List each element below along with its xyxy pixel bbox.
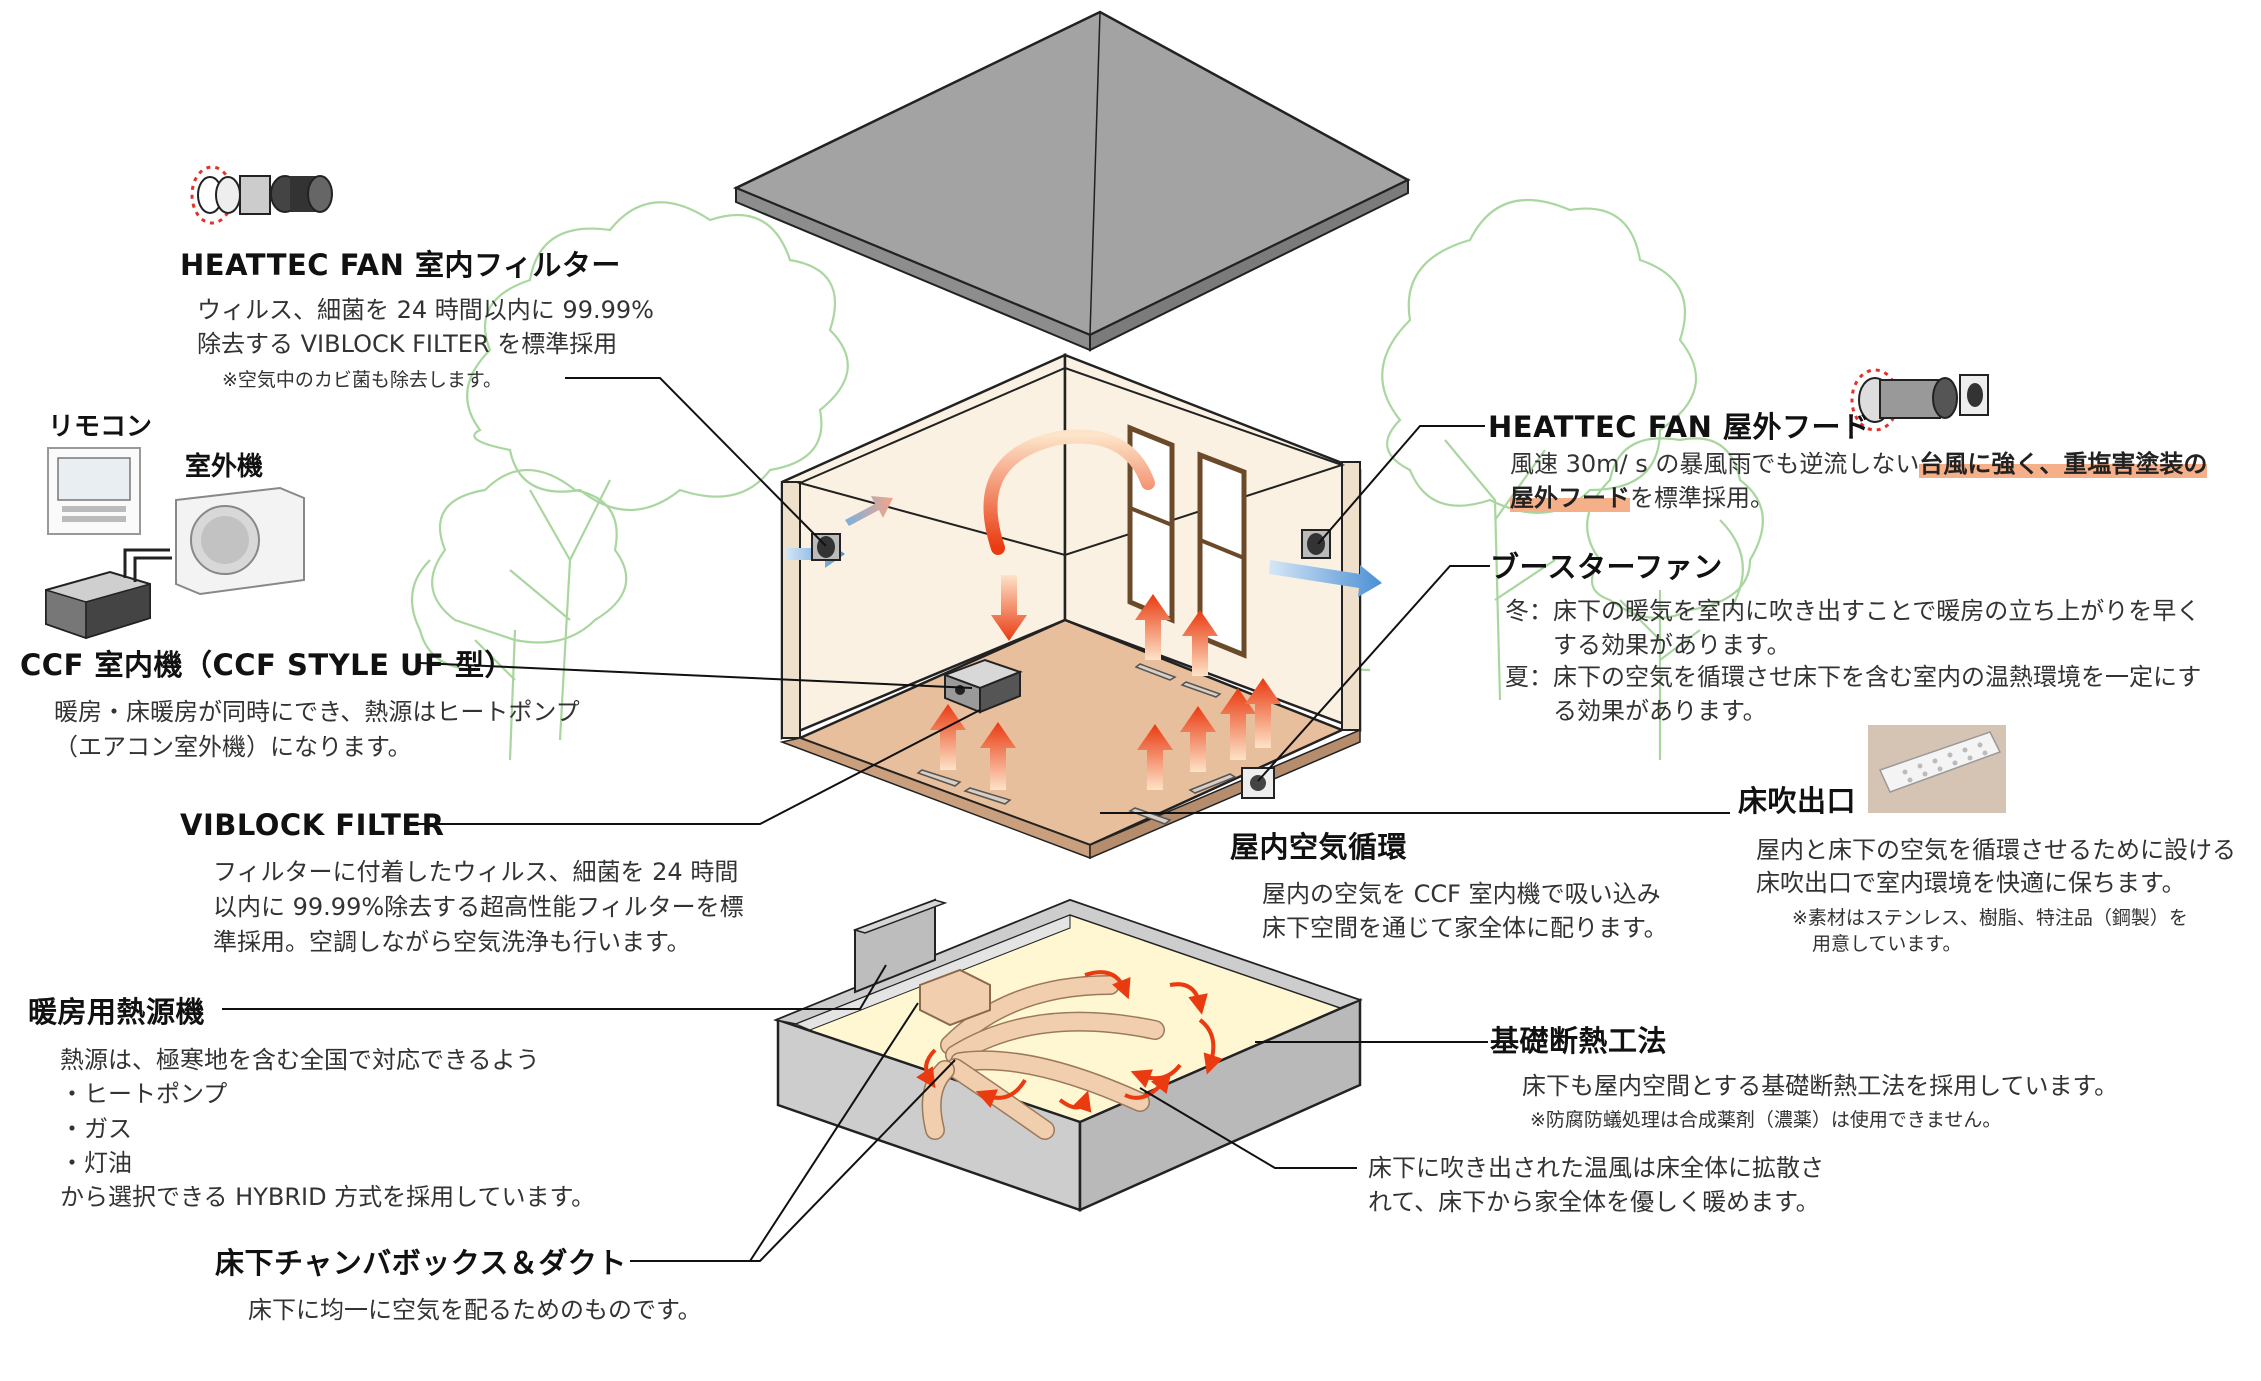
ccf-unit-line-2: （エアコン室外機）になります。 [54,733,412,761]
tree-sketch-left [410,201,849,761]
ccf-unit-title: CCF 室内機（CCF STYLE UF 型） [20,648,514,682]
indoor-circulation-title: 屋内空気循環 [1230,830,1408,864]
outdoor-hood-line-1-text: 風速 30m/ s の暴風雨でも逆流しない [1510,450,1920,478]
warm-air-arrows [930,594,1281,790]
chamber-title: 床下チャンバボックス＆ダクト [215,1246,627,1280]
viblock-line-3: 準採用。空調しながら空気洗浄も行います。 [213,928,691,956]
indoor-filter-note: ※空気中のカビ菌も除去します。 [222,369,503,391]
foundation-note: ※防腐防蟻処理は合成薬剤（濃薬）は使用できません。 [1530,1109,2002,1131]
indoor-circulation-line-2: 床下空間を通じて家全体に配ります。 [1262,914,1668,942]
heat-source-line-4: ・灯油 [60,1149,132,1177]
intake-arrow-top [845,496,893,526]
remote-control-drawing [47,447,141,535]
foundation-title: 基礎断熱工法 [1490,1024,1668,1058]
ccf-unit-line-1: 暖房・床暖房が同時にでき、熱源はヒートポンプ [54,698,580,726]
floor-slots [916,663,1237,825]
outdoor-hood-highlight-2: 屋外フード [1510,484,1630,512]
underfloor-warm-arrows [916,970,1223,1113]
heat-source-line-1: 熱源は、極寒地を含む全国で対応できるよう [60,1046,540,1074]
outdoor-hood-line-1: 風速 30m/ s の暴風雨でも逆流しない台風に強く、重塩害塗装の [1510,448,2208,480]
booster-line-3: 夏：床下の空気を循環させ床下を含む室内の温熱環境を一定にす [1505,663,2202,691]
ccf-indoor-small-drawing [45,548,172,640]
roof [732,10,1411,352]
heat-source-line-2: ・ヒートポンプ [60,1080,228,1108]
filter-parts-drawing [190,165,333,225]
booster-title: ブースターファン [1490,550,1723,584]
floor-outlet-title: 床吹出口 [1738,784,1857,818]
down-arrow [991,575,1027,641]
outdoor-hood-highlight-1: 台風に強く、重塩害塗装の [1919,450,2208,478]
booster-line-1: 冬：床下の暖気を室内に吹き出すことで暖房の立ち上がりを早く [1505,597,2201,625]
heat-source-line-5: から選択できる HYBRID 方式を採用しています。 [60,1183,596,1211]
remote-label: リモコン [48,412,153,442]
viblock-line-2: 以内に 99.99%除去する超高性能フィルターを標 [213,893,744,921]
indoor-filter-line-1: ウィルス、細菌を 24 時間以内に 99.99% [197,296,654,324]
exhaust-arrow-right [1269,560,1382,597]
foundation-line: 床下も屋内空間とする基礎断熱工法を採用しています。 [1522,1072,2119,1100]
booster-line-2: する効果があります。 [1505,631,1791,659]
outdoor-unit-drawing [175,486,305,596]
booster-fan-drawing [1241,767,1275,799]
floor-outlet-line-2: 床吹出口で室内環境を快適に保ちます。 [1756,869,2186,897]
viblock-title: VIBLOCK FILTER [180,808,445,842]
underfloor-warm-line-2: れて、床下から家全体を優しく暖めます。 [1368,1188,1820,1216]
outdoor-hood-title: HEATTEC FAN 屋外フード [1488,410,1871,444]
booster-line-4: る効果があります。 [1505,697,1767,725]
wall-fan-left [811,533,841,561]
indoor-filter-line-2: 除去する VIBLOCK FILTER を標準採用 [197,330,618,358]
heat-source-line-3: ・ガス [60,1115,132,1143]
foundation [773,898,1363,1212]
floor-outlet-line-1: 屋内と床下の空気を循環させるために設ける [1756,836,2236,864]
indoor-filter-title: HEATTEC FAN 室内フィルター [180,248,621,282]
leader-lines [222,377,1730,1262]
viblock-line-1: フィルターに付着したウィルス、細菌を 24 時間 [213,858,739,886]
indoor-circulation-line-1: 屋内の空気を CCF 室内機で吸い込み [1262,880,1661,908]
ccf-unit-drawing [942,658,1023,714]
outdoor-hood-line-2: 屋外フードを標準採用。 [1510,482,1774,514]
hood-parts-drawing [1850,368,1989,432]
outdoor-hood-line-2-text: を標準採用。 [1630,484,1774,512]
floor-outlet-note-1: ※素材はステンレス、樹脂、特注品（鋼製）を [1792,907,2188,929]
curved-circulation-arrow [983,429,1155,555]
underfloor-warm-line-1: 床下に吹き出された温風は床全体に拡散さ [1368,1154,1824,1182]
outdoor-unit-label: 室外機 [185,452,264,482]
heat-source-title: 暖房用熱源機 [28,995,206,1029]
floor-outlet-photo [1868,725,2006,813]
floor-outlet-note-2: 用意しています。 [1812,933,1962,955]
chamber-line: 床下に均一に空気を配るためのものです。 [248,1296,702,1324]
